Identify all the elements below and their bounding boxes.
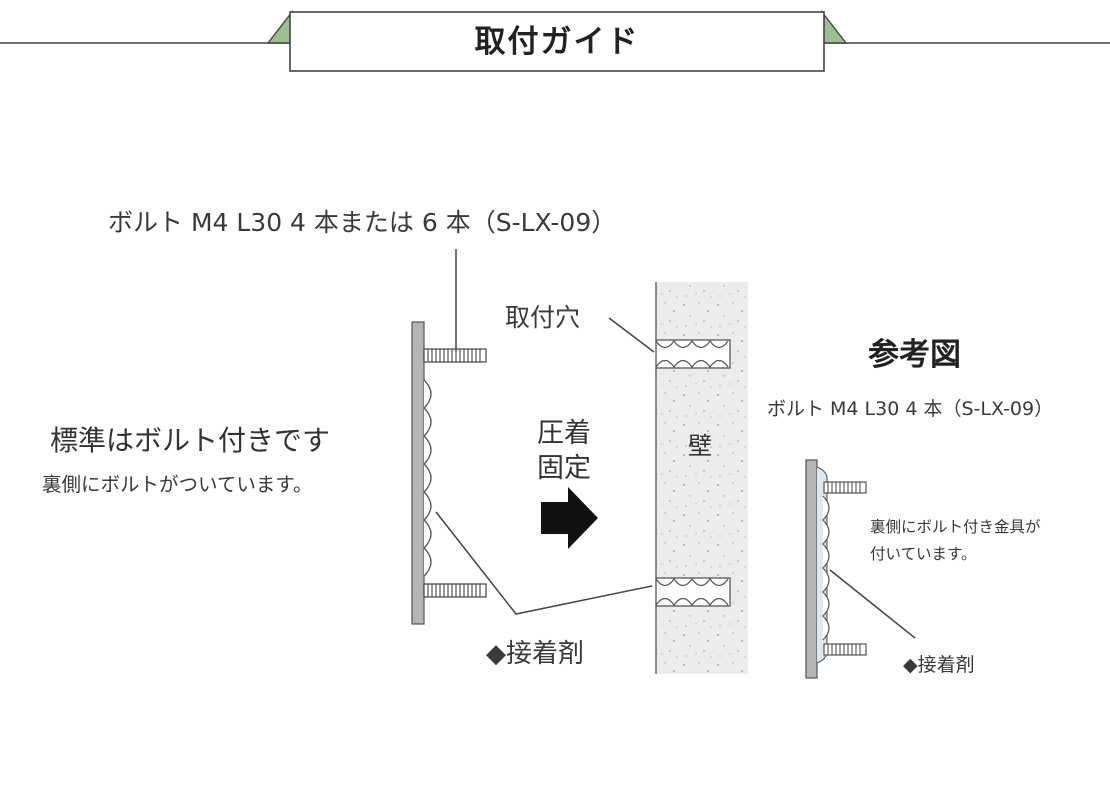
reference-adhesive-label: ◆接着剤 <box>903 654 975 676</box>
leader-lines <box>435 249 916 639</box>
press-fix-line-2: 固定 <box>537 453 591 484</box>
page-title: 取付ガイド <box>474 24 640 60</box>
standard-heading: 標準はボルト付きです <box>50 424 331 457</box>
press-fix-label: 圧着 固定 <box>537 416 591 486</box>
mounting-hole-bottom <box>655 577 731 607</box>
bolt-bottom <box>423 583 487 598</box>
press-fix-line-1: 圧着 <box>537 418 591 449</box>
wall-label: 壁 <box>688 432 712 460</box>
reference-bolt-spec: ボルト M4 L30 4 本（S-LX-09） <box>767 398 1054 420</box>
mounting-plate <box>411 321 432 625</box>
bolt-spec-label: ボルト M4 L30 4 本または 6 本（S-LX-09） <box>108 208 617 237</box>
mounting-hole-label: 取付穴 <box>505 303 581 332</box>
reference-note: 裏側にボルト付き金具が 付いています。 <box>870 518 1041 563</box>
right-arrow-icon <box>541 487 598 549</box>
mounting-hole-top <box>655 339 731 369</box>
bolt-top <box>423 348 487 363</box>
reference-title: 参考図 <box>868 337 961 373</box>
title-banner <box>0 9 1110 72</box>
adhesive-label: ◆接着剤 <box>486 639 584 669</box>
standard-subtext: 裏側にボルトがついています。 <box>42 473 313 496</box>
reference-plate <box>805 459 867 679</box>
